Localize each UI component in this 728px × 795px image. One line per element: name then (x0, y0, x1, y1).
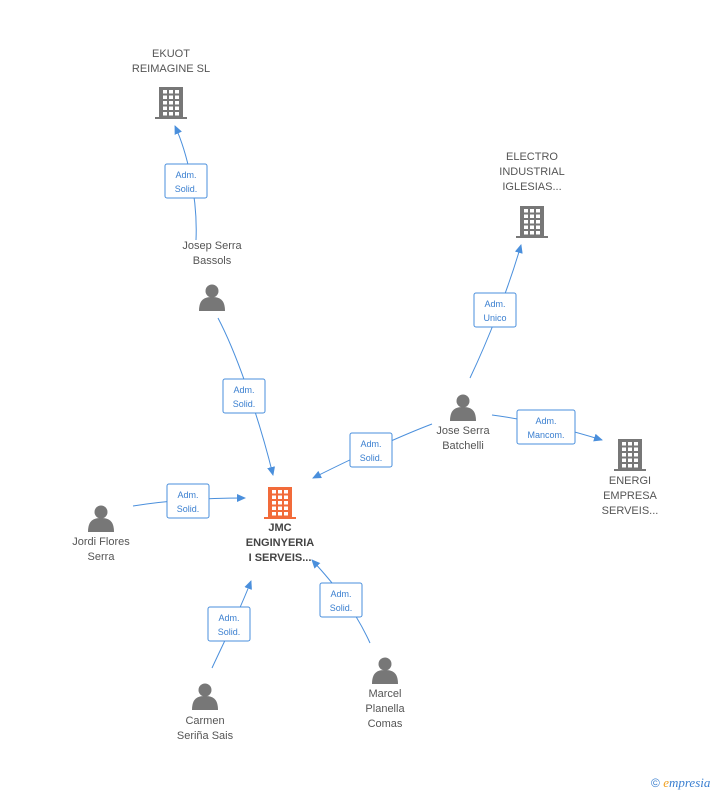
edge-label-text: Solid. (233, 399, 256, 409)
brand-logo: empresia (663, 775, 711, 790)
edge-label-text: Unico (483, 313, 506, 323)
building-icon (155, 87, 187, 119)
node-label: EKUOT (152, 48, 190, 60)
person-icon (199, 284, 225, 311)
edge-jose-energi: Adm. Mancom. (491, 409, 603, 445)
edge-label-text: Adm. (177, 490, 198, 500)
edge-label[interactable]: Adm. Solid. (166, 483, 210, 519)
nodes-layer: EKUOT REIMAGINE SL ELECTRO INDUSTRIAL IGLESI… (72, 48, 658, 742)
edge-label-text: Adm. (175, 170, 196, 180)
node-label: ENERGI (609, 475, 651, 487)
node-label: Marcel (368, 688, 401, 700)
person-icon (88, 505, 114, 532)
company-node-electro[interactable]: ELECTRO INDUSTRIAL IGLESIAS... (499, 151, 565, 238)
edge-jose-jmc: Adm. Solid. (312, 423, 433, 479)
edge-label-text: Adm. (330, 589, 351, 599)
edge-label-text: Adm. (233, 385, 254, 395)
person-icon (450, 394, 476, 421)
footer-brand: © empresia (651, 775, 710, 791)
edge-label-text: Solid. (360, 453, 383, 463)
edge-label-box[interactable] (207, 606, 251, 642)
edge-marcel-jmc: Adm. Solid. (311, 559, 371, 644)
edge-label-text: Solid. (177, 504, 200, 514)
node-label: I SERVEIS... (249, 552, 312, 564)
node-label: Jose Serra (436, 425, 490, 437)
edge-label-text: Solid. (218, 627, 241, 637)
node-label: Batchelli (442, 440, 484, 452)
person-icon (372, 657, 398, 684)
copyright-icon: © (651, 776, 660, 790)
edge-label-box[interactable] (473, 292, 517, 328)
node-label: ENGINYERIA (246, 537, 315, 549)
edge-label-box[interactable] (349, 432, 393, 468)
edge-label[interactable]: Adm. Solid. (164, 163, 208, 199)
edge-label-box[interactable] (516, 409, 576, 445)
node-label: Planella (365, 703, 405, 715)
edge-label-box[interactable] (166, 483, 210, 519)
edge-label-text: Adm. (535, 416, 556, 426)
company-node-ekuot[interactable]: EKUOT REIMAGINE SL (132, 48, 210, 119)
edge-jose-electro: Adm. Unico (469, 244, 523, 379)
edge-label-text: Solid. (175, 184, 198, 194)
edge-jordi-jmc: Adm. Solid. (132, 483, 246, 519)
node-label: Carmen (185, 715, 224, 727)
person-icon (192, 683, 218, 710)
edge-josep-jmc: Adm. Solid. (217, 317, 275, 476)
edge-label[interactable]: Adm. Mancom. (516, 409, 576, 445)
node-label: IGLESIAS... (502, 181, 561, 193)
node-label: Jordi Flores (72, 536, 130, 548)
edge-label-text: Adm. (484, 299, 505, 309)
edge-label-box[interactable] (222, 378, 266, 414)
edges-layer: Adm.Solid.Adm.Solid.Adm.UnicoAdm.Mancom.… (132, 125, 603, 669)
edge-label[interactable]: Adm. Solid. (349, 432, 393, 468)
node-label: SERVEIS... (602, 505, 659, 517)
node-label: EMPRESA (603, 490, 657, 502)
node-label: Seriña Sais (177, 730, 234, 742)
building-icon (614, 439, 646, 471)
edge-label[interactable]: Adm. Solid. (222, 378, 266, 414)
edge-label-box[interactable] (319, 582, 363, 618)
node-label: Serra (88, 551, 116, 563)
edge-label-text: Mancom. (527, 430, 564, 440)
node-label: REIMAGINE SL (132, 63, 210, 75)
edge-label[interactable]: Adm. Solid. (207, 606, 251, 642)
node-label: ELECTRO (506, 151, 558, 163)
edge-label-text: Solid. (330, 603, 353, 613)
edge-label[interactable]: Adm. Solid. (319, 582, 363, 618)
company-node-energi[interactable]: ENERGI EMPRESA SERVEIS... (602, 439, 659, 517)
edge-label[interactable]: Adm. Unico (473, 292, 517, 328)
edge-carmen-jmc: Adm. Solid. (207, 580, 252, 669)
edge-josep-ekuot: Adm. Solid. (164, 125, 208, 241)
node-label: INDUSTRIAL (499, 166, 564, 178)
edge-label-box[interactable] (164, 163, 208, 199)
building-icon (516, 206, 548, 238)
building-icon (264, 487, 296, 519)
company-node-jmc[interactable]: JMC ENGINYERIA I SERVEIS... (246, 487, 315, 564)
node-label: JMC (268, 522, 291, 534)
edge-label-text: Adm. (218, 613, 239, 623)
node-label: Comas (368, 718, 403, 730)
node-label: Bassols (193, 255, 232, 267)
node-label: Josep Serra (182, 240, 242, 252)
edge-label-text: Adm. (360, 439, 381, 449)
